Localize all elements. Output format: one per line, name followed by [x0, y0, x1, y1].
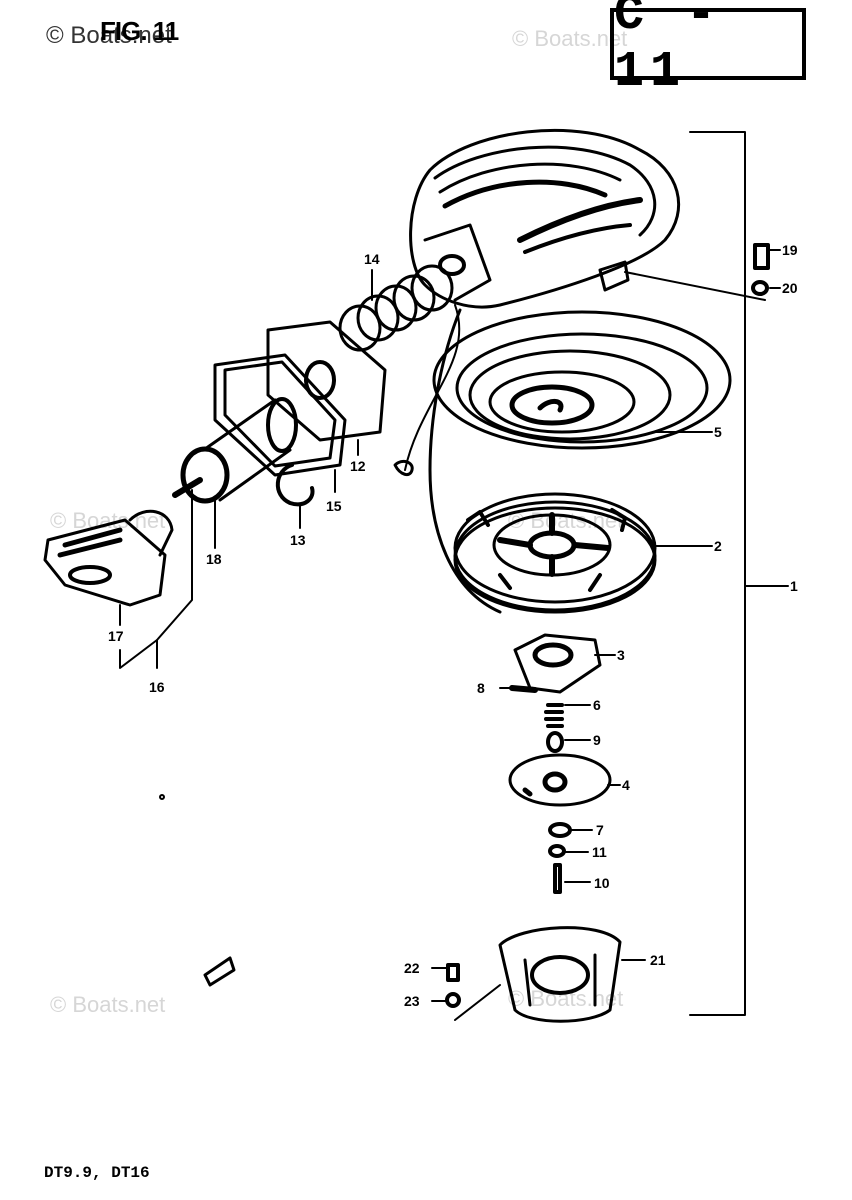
part-number-6: 6 [593, 697, 601, 713]
washer-23-icon [445, 992, 461, 1008]
rope-guide-plate-icon [266, 320, 387, 442]
bolt-10-icon [553, 863, 562, 894]
assembly-bracket [689, 131, 746, 1016]
part-number-17: 17 [108, 628, 124, 644]
bolt-19-icon [753, 243, 770, 270]
part-number-23: 23 [404, 993, 420, 1009]
part-number-19: 19 [782, 242, 798, 258]
spring-6-icon [544, 703, 564, 728]
ratchet-pawl-icon [513, 633, 602, 694]
watermark-mid-right: © Boats.net [508, 508, 624, 533]
part-number-16: 16 [149, 679, 165, 695]
washer-9-icon [546, 731, 564, 753]
pawl-plate-icon [508, 753, 612, 807]
watermark-bottom-left: © Boats.net [50, 992, 166, 1017]
section-code-box: C - 11 [610, 0, 806, 101]
watermark-top-right: © Boats.net [512, 26, 628, 51]
washer-7-icon [548, 822, 572, 838]
watermark-corner: © Boats.net [46, 22, 172, 49]
starter-cup-icon [498, 926, 622, 1023]
rope-guide-icon [180, 397, 298, 504]
part-number-4: 4 [622, 777, 630, 793]
section-code: C - 11 [614, 0, 723, 101]
part-number-5: 5 [714, 424, 722, 440]
washer-20-icon [751, 280, 769, 296]
part-number-21: 21 [650, 952, 666, 968]
part-number-20: 20 [782, 280, 798, 296]
bolt-22-icon [446, 963, 460, 982]
starter-case-icon [409, 128, 681, 309]
part-number-7: 7 [596, 822, 604, 838]
coil-spring-icon [338, 264, 454, 352]
part-number-18: 18 [206, 551, 222, 567]
part-number-9: 9 [593, 732, 601, 748]
part-number-3: 3 [617, 647, 625, 663]
rope-reel-icon [453, 492, 657, 614]
part-number-1: 1 [790, 578, 798, 594]
bolt-8-icon [509, 685, 538, 693]
starter-rope [428, 308, 502, 614]
part-number-12: 12 [350, 458, 366, 474]
part-number-14: 14 [364, 251, 380, 267]
recoil-spring-icon [432, 310, 732, 450]
e-clip-icon [275, 463, 315, 507]
part-number-10: 10 [594, 875, 610, 891]
model-list: DT9.9, DT16 [44, 1164, 150, 1182]
washer-11-icon [548, 844, 566, 858]
part-number-8: 8 [477, 680, 485, 696]
figure-label: FIG. 11 [100, 16, 179, 46]
part-number-13: 13 [290, 532, 306, 548]
starter-handle-icon [43, 509, 174, 607]
rope-guide-seal-icon [213, 353, 347, 477]
part-number-2: 2 [714, 538, 722, 554]
part-number-11: 11 [592, 844, 607, 860]
part-number-15: 15 [326, 498, 342, 514]
part-number-22: 22 [404, 960, 420, 976]
